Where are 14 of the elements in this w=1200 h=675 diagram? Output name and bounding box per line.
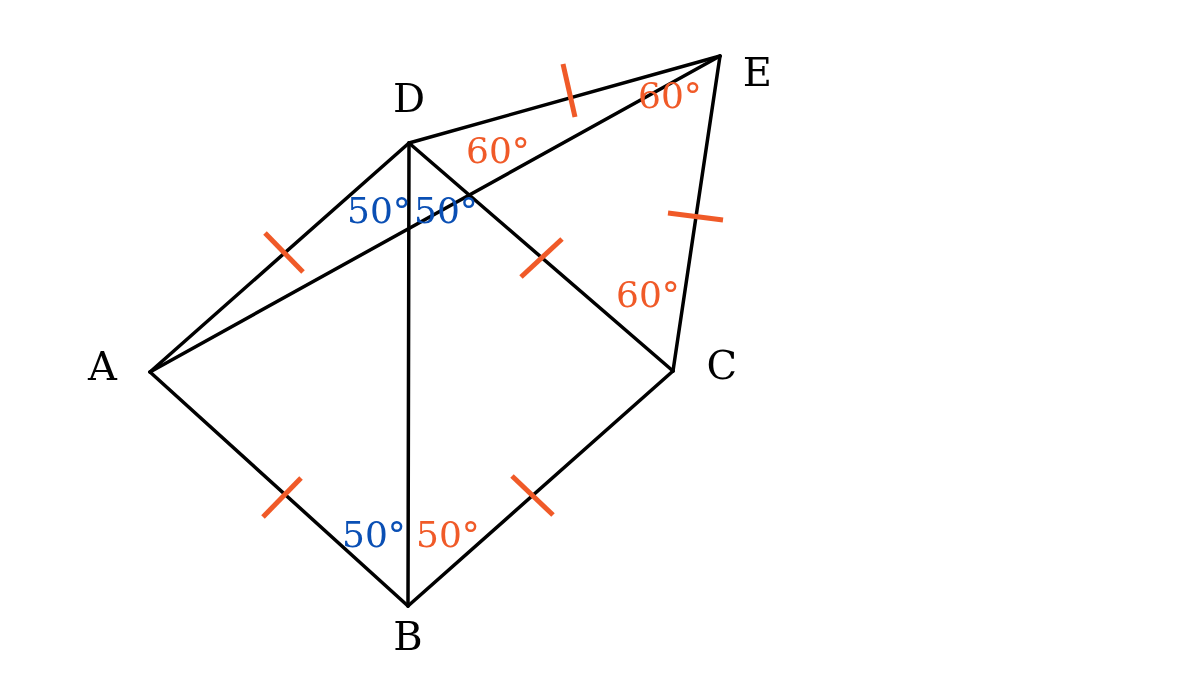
line-segment	[406, 369, 675, 608]
angle-label: 60°	[466, 133, 530, 169]
point-label: E	[720, 52, 772, 96]
line-segment	[407, 141, 675, 373]
angle-label: 50°	[416, 517, 480, 553]
point-label: C	[673, 344, 737, 386]
point-label: B	[384, 606, 432, 656]
point-label: A	[88, 345, 150, 387]
angle-label: 60°	[638, 78, 702, 114]
angle-label: 60°	[616, 277, 680, 313]
angle-label: 50°	[342, 517, 406, 553]
line-segment	[406, 141, 411, 608]
line-segment	[671, 54, 722, 373]
point-label: D	[385, 78, 433, 143]
